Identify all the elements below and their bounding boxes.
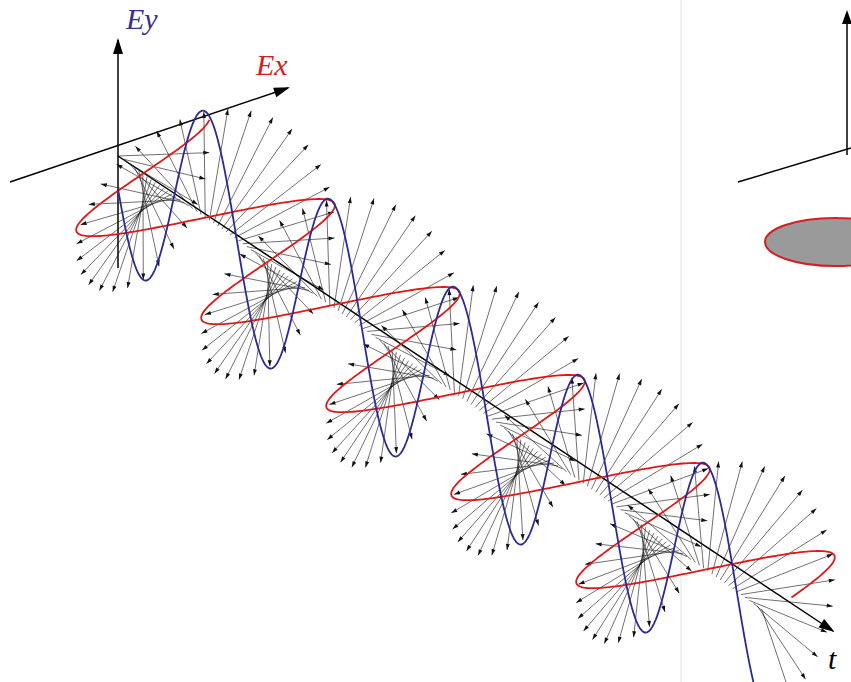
field-vector [226,145,308,232]
field-vector [351,231,432,320]
field-vector [475,317,555,407]
field-vector [641,524,651,626]
field-vector [348,363,433,378]
field-vector [214,111,252,223]
field-vector [224,273,309,290]
field-vector [327,367,417,440]
axis-arrowhead [842,10,851,24]
field-vector [89,185,160,285]
field-vector [209,109,229,220]
field-vector [741,579,835,595]
field-vector [749,600,827,632]
field-vector [459,285,475,396]
axis-label: Ex [256,50,288,80]
field-vector [367,322,459,331]
field-vector [712,462,743,575]
field-vector [616,493,709,507]
field-vector [762,609,792,682]
field-vector [478,445,529,555]
partial-ellipse [765,218,851,266]
field-vector [359,273,454,326]
field-vector [332,364,413,453]
field-vector [479,336,568,410]
field-vector [251,250,324,290]
partial-axis [738,148,851,182]
field-vector [234,187,329,238]
field-vector [388,346,412,439]
axis-arrowhead [819,619,835,632]
field-vector [238,212,334,241]
field-vector [600,404,679,495]
field-vector [355,250,445,322]
ex-axis [10,88,288,182]
field-vector [472,453,558,466]
field-vector [745,598,833,608]
axis-arrowhead [273,87,290,97]
field-vector [157,131,197,211]
panel-divider [681,0,682,682]
field-vector [729,508,817,585]
axis-arrowhead [113,38,123,54]
field-vector [583,373,597,483]
partial-axis [846,22,848,155]
field-vector [585,551,679,566]
t-axis [118,156,833,631]
field-vector [77,191,168,261]
field-vector [118,151,209,156]
field-vector [492,443,525,556]
field-vector [587,374,620,487]
field-vector [463,286,497,399]
field-vector [604,422,693,498]
ex-component-curve [76,120,835,598]
field-vector [352,358,405,467]
field-vector [724,490,802,583]
field-vector [371,334,456,350]
field-vector [671,476,700,566]
field-vector [733,530,827,589]
field-vector [376,337,450,375]
field-vector [648,489,695,563]
field-vector [492,408,585,420]
axis-label: t [828,644,836,674]
field-vector [81,197,177,225]
field-vector [517,437,525,540]
field-vector [461,463,554,476]
field-vector [207,276,289,364]
axis-label: Ey [126,4,158,34]
field-vector [596,542,683,553]
ey-component-curve [118,111,762,682]
